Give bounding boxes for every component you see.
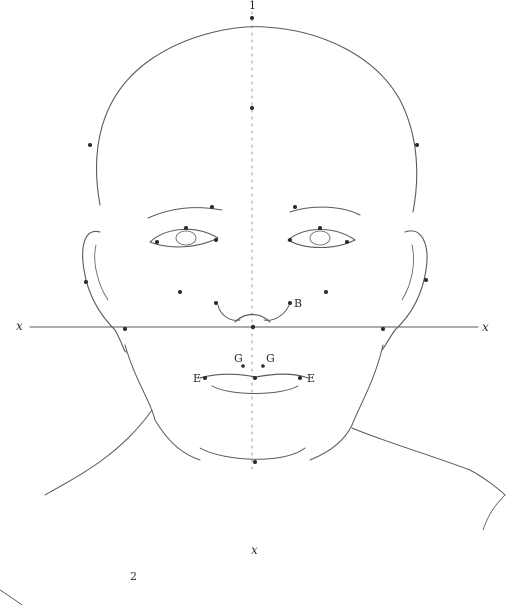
bottom-left-curve (0, 590, 22, 605)
point-temple-right (415, 143, 419, 147)
point-cheek-right (324, 290, 328, 294)
point-eye-right-outer (345, 240, 349, 244)
point-temple-left (88, 143, 92, 147)
point-cheek-left (178, 290, 182, 294)
right-shoulder (352, 428, 505, 495)
left-neck (155, 420, 200, 460)
point-brow-left (210, 205, 214, 209)
mouth-lower (212, 386, 298, 394)
left-ear-inner (95, 245, 108, 300)
right-ear (382, 231, 427, 350)
label-axis-right: x (482, 320, 489, 334)
right-shoulder-edge (483, 495, 505, 530)
left-ear (83, 231, 126, 352)
landmark-points (84, 16, 428, 464)
left-eye-iris (176, 231, 196, 245)
left-brow (148, 208, 222, 218)
right-eye-iris (310, 231, 330, 245)
label-bottom-center: x (251, 543, 258, 557)
label-axis-left: x (16, 319, 23, 333)
head-outline (97, 27, 417, 212)
point-chin (253, 460, 257, 464)
point-crown (250, 16, 254, 20)
point-eye-left-inner (214, 238, 218, 242)
left-eye (150, 229, 218, 247)
point-jaw-right (381, 327, 385, 331)
left-shoulder (45, 410, 152, 495)
point-nose-tip (251, 325, 255, 329)
label-e-left: E (193, 372, 201, 385)
right-ear-inner (402, 245, 414, 300)
label-nose-b: B (294, 297, 302, 310)
point-g-right (261, 364, 265, 368)
label-g-left: G (234, 352, 243, 365)
label-top: 1 (249, 0, 256, 12)
point-ear-right (424, 278, 428, 282)
nose-right (264, 303, 290, 320)
right-jaw (352, 345, 383, 425)
label-bottom-left: 2 (130, 570, 137, 583)
point-nose-left (214, 301, 218, 305)
point-eye-left-outer (155, 240, 159, 244)
point-mouth-center (253, 376, 257, 380)
left-jaw (125, 345, 155, 420)
label-e-right: E (307, 372, 315, 385)
label-g-right: G (266, 352, 275, 365)
nose-left (218, 305, 240, 320)
point-ear-left (84, 280, 88, 284)
point-mouth-right (298, 376, 302, 380)
point-nose-right (288, 301, 292, 305)
point-eye-left-center (184, 226, 188, 230)
point-brow-right (293, 205, 297, 209)
point-jaw-left (123, 327, 127, 331)
right-brow (290, 207, 360, 215)
right-neck (310, 425, 352, 460)
point-mouth-left (203, 376, 207, 380)
point-eye-right-inner (288, 238, 292, 242)
point-eye-right-center (318, 226, 322, 230)
point-forehead (250, 106, 254, 110)
